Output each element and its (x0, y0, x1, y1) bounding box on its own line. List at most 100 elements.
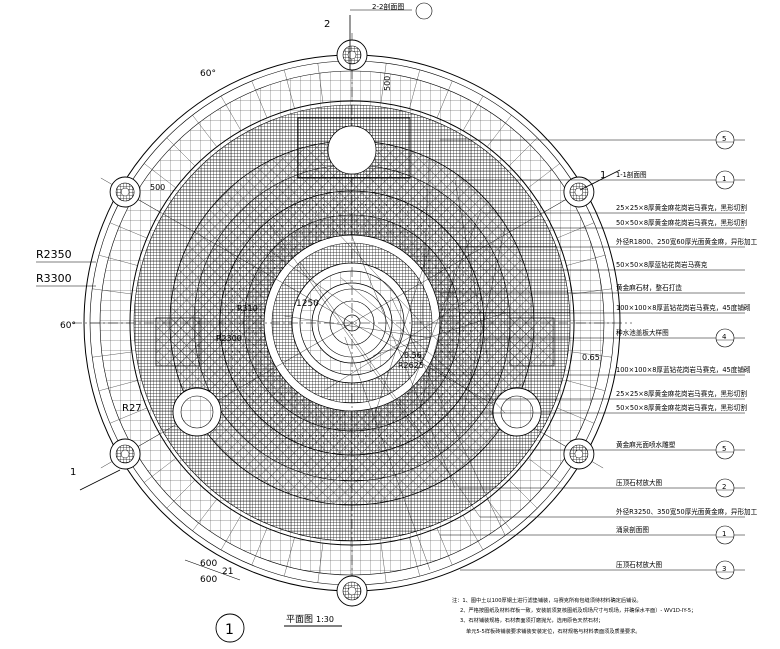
callout-text: 外径R3250、350宽50厚光面黄金麻，异形加工 (616, 507, 758, 516)
band-joint (283, 69, 295, 109)
leader-lines (263, 139, 506, 571)
callout: 50×50×8厚黄金麻花岗岩马赛克，黑形切割 (440, 218, 747, 229)
callout: 25×25×8厚黄金麻花岗岩马赛克，黑形切割 (460, 389, 747, 400)
callout-text: 种水池盖板大样图 (616, 328, 669, 337)
band-joint (486, 499, 512, 531)
radial-line (100, 322, 353, 469)
callout: 压顶石材放大图 3 (460, 560, 745, 580)
pedestals (109, 39, 595, 607)
callout-bubble: 5 (722, 445, 726, 453)
band-joint (462, 515, 484, 550)
callout-bubble: 2 (722, 483, 726, 491)
dimension-annotations: R2350 R3300 R27 60° 60° 600 21 600 1250 … (36, 69, 600, 585)
small-label-0: 0.56 (404, 351, 422, 360)
callout: 50×50×8厚蓝钻花岗岩马赛克 (480, 260, 745, 271)
callout-text: 100×100×8厚蓝钻花岗岩马赛克，45度铺砌 (616, 365, 751, 374)
callout: 外径R1800、250宽60厚光面黄金麻，异形加工 (460, 237, 758, 248)
band-joint (92, 351, 132, 358)
small-label-1: R2625 (398, 361, 424, 370)
band-joint (144, 163, 176, 189)
drawing-title-block: 1 平面图 1:30 (215, 613, 342, 643)
callout-text: 黄金麻石材，整石打造 (616, 283, 682, 292)
callout-text: 50×50×8厚蓝钻花岗岩马赛克 (616, 260, 708, 269)
drawing-title: 平面图 (286, 614, 313, 625)
callout: 种水池盖板大样图 4 (480, 328, 745, 348)
callout: 5 (440, 130, 745, 150)
dim-angle-left: 60° (60, 321, 76, 331)
perimeter-pedestal (109, 438, 141, 470)
side-basin-inner (180, 395, 214, 429)
callout-bubble: 3 (722, 565, 726, 573)
callout: 压顶石材放大图 2 (460, 478, 745, 498)
callout-labels: 5 1-1剖面图 1 25×25×8厚黄金麻花岗岩马赛克，黑形切割 50×50×8厚黄金… (440, 130, 758, 580)
dim-width-21: 21 (222, 567, 233, 577)
callout: 25×25×8厚黄金麻花岗岩马赛克，黑形切割 (480, 203, 747, 214)
callout: 外径R3250、350宽50厚光面黄金麻，异形加工 (480, 507, 758, 518)
top-panel-circle (327, 125, 377, 175)
note-2: 2、严格按图纸及材料样板一致，安装前须复核图纸及现场尺寸与现场，并确保水平面）-… (460, 606, 696, 614)
callout-text: 1-1剖面图 (616, 170, 647, 179)
callout: 100×100×8厚蓝钻花岗岩马赛克，45度铺砌 (460, 303, 751, 314)
callout-text: 100×100×8厚蓝钻花岗岩马赛克，45度铺砌 (616, 303, 751, 312)
section-mark-1-left: 1 (70, 467, 121, 491)
callout-text: 压顶石材放大图 (616, 478, 663, 487)
notes-block: 注：1、图中土以100厚钢土进行滤垫铺装，马赛克所有包缝须待材料确定后铺设。 2… (452, 596, 696, 635)
band-joint (572, 351, 612, 358)
band-joint (566, 380, 606, 392)
band-joint (557, 222, 595, 239)
note-3: 3、石材铺装规格，石材表面须打磨抛光，选用原色天然石材； (460, 616, 603, 624)
small-label-3: R2300 (216, 334, 242, 343)
band-joint (109, 222, 147, 239)
band-joint (166, 479, 196, 509)
small-label-4: 0.65 (582, 353, 600, 362)
small-label-2: R310 (237, 304, 258, 313)
callout-bubble: 1 (722, 175, 726, 183)
section-mark-2: 2 2-2剖面图 (324, 2, 433, 70)
left-slot (155, 317, 201, 367)
band-joint (557, 407, 595, 424)
band-joint (98, 380, 138, 392)
band-joint (317, 543, 324, 583)
section-label-22: 2-2剖面图 (372, 2, 404, 11)
drawing-number: 1 (225, 622, 234, 638)
small-label-5: 500 (383, 76, 392, 91)
callout-text: 外径R1800、250宽60厚光面黄金麻，异形加工 (616, 237, 758, 246)
band-joint (566, 254, 606, 266)
callout-text: 50×50×8厚黄金麻花岗岩马赛克，黑形切割 (616, 218, 747, 227)
perimeter-pedestal (563, 438, 595, 470)
band-joint (92, 288, 132, 295)
callout: 100×100×8厚蓝钻花岗岩马赛克，45度铺砌 (440, 365, 751, 376)
callout-text: 涌泉剖面图 (616, 525, 649, 534)
band-joint (380, 543, 387, 583)
band-joint (166, 137, 196, 167)
callout: 黄金麻石材，整石打造 (440, 283, 745, 294)
band-joint (409, 537, 421, 577)
callout-text: 25×25×8厚黄金麻花岗岩马赛克，黑形切割 (616, 389, 747, 398)
callout-bubble: 4 (722, 333, 727, 341)
band-joint (251, 80, 268, 118)
callout-text: 25×25×8厚黄金麻花岗岩马赛克，黑形切割 (616, 203, 747, 212)
callout-bubble: 5 (722, 135, 726, 143)
callout-text: 压顶石材放大图 (616, 560, 663, 569)
dim-r3300: R3300 (36, 272, 72, 285)
radial-lines (72, 33, 632, 593)
ring-label-1250: 1250 (296, 299, 319, 309)
callout-bubble: 1 (722, 530, 726, 538)
band-joint (508, 479, 538, 509)
band-joint (109, 407, 147, 424)
band-joint (317, 63, 324, 103)
band-joint (528, 457, 560, 483)
perimeter-pedestal (563, 176, 595, 208)
radial-line (351, 177, 604, 324)
callout: 涌泉剖面图 1 (440, 525, 745, 545)
callout: 1-1剖面图 1 (460, 170, 745, 190)
section-mark-right: 1 (600, 170, 606, 181)
perimeter-pedestal (336, 39, 368, 71)
band-joint (144, 457, 176, 483)
note-1: 注：1、图中土以100厚钢土进行滤垫铺装，马赛克所有包缝须待材料确定后铺设。 (452, 596, 642, 604)
band-joint (283, 537, 295, 577)
band-joint (98, 254, 138, 266)
section-mark-left: 1 (70, 467, 76, 478)
